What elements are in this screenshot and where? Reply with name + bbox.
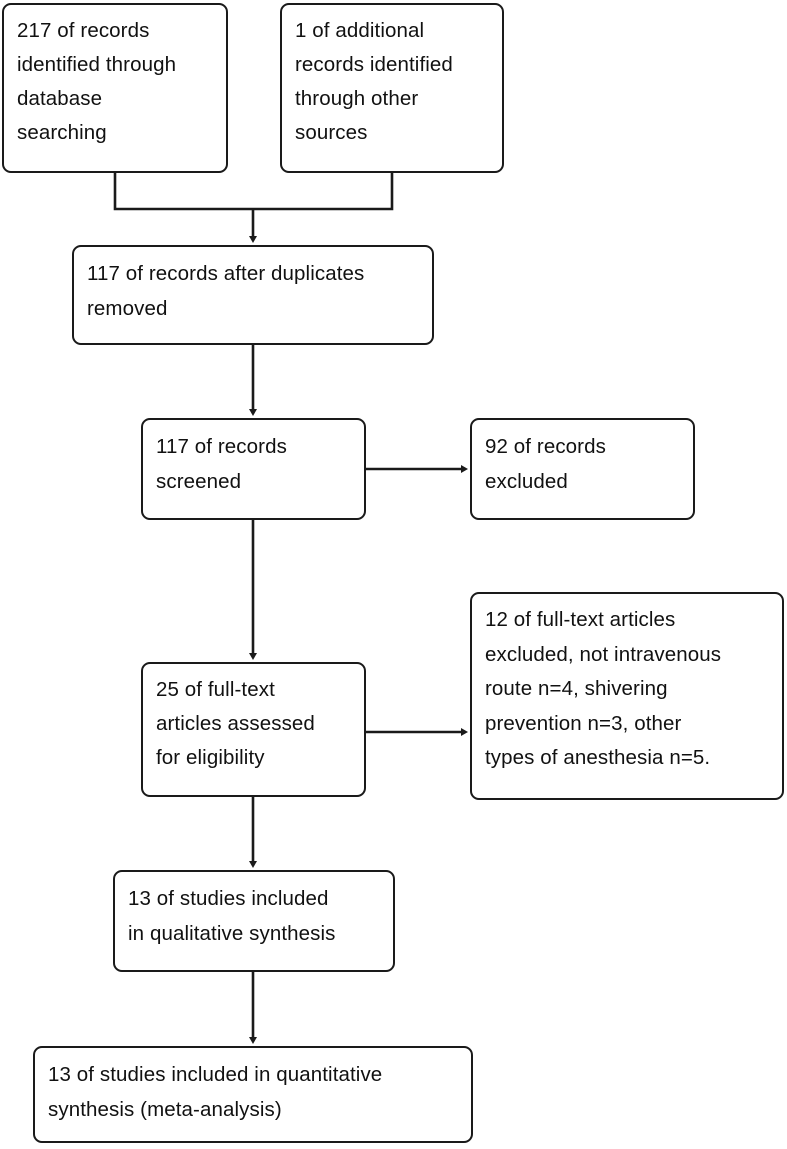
edge-identification-merge [113,173,394,243]
node-qualitative-included-label: 13 of studies included in qualitative sy… [128,887,336,945]
node-fulltext-articles-excluded: 12 of full-text articles excluded, not i… [470,592,784,800]
node-records-excluded: 92 of records excluded [470,418,695,520]
node-fulltext-articles-assessed: 25 of full-text articles assessed for el… [141,662,366,797]
node-additional-records-label: 1 of additional records identified throu… [295,19,453,144]
node-records-screened-label: 117 of records screened [156,435,287,493]
node-records-screened: 117 of records screened [141,418,366,520]
node-records-after-duplicates-removed: 117 of records after duplicates removed [72,245,434,345]
node-records-excluded-label: 92 of records excluded [485,435,606,493]
node-fulltext-excluded-label: 12 of full-text articles excluded, not i… [485,608,722,769]
node-records-identified-label: 217 of records identified through databa… [17,19,177,144]
node-fulltext-assessed-label: 25 of full-text articles assessed for el… [156,678,315,769]
node-records-identified: 217 of records identified through databa… [2,3,228,173]
node-after-duplicates-label: 117 of records after duplicates removed [87,262,365,320]
node-additional-records: 1 of additional records identified throu… [280,3,504,173]
node-studies-included-quantitative: 13 of studies included in quantitative s… [33,1046,473,1143]
node-quantitative-included-label: 13 of studies included in quantitative s… [48,1063,383,1121]
node-studies-included-qualitative: 13 of studies included in qualitative sy… [113,870,395,972]
